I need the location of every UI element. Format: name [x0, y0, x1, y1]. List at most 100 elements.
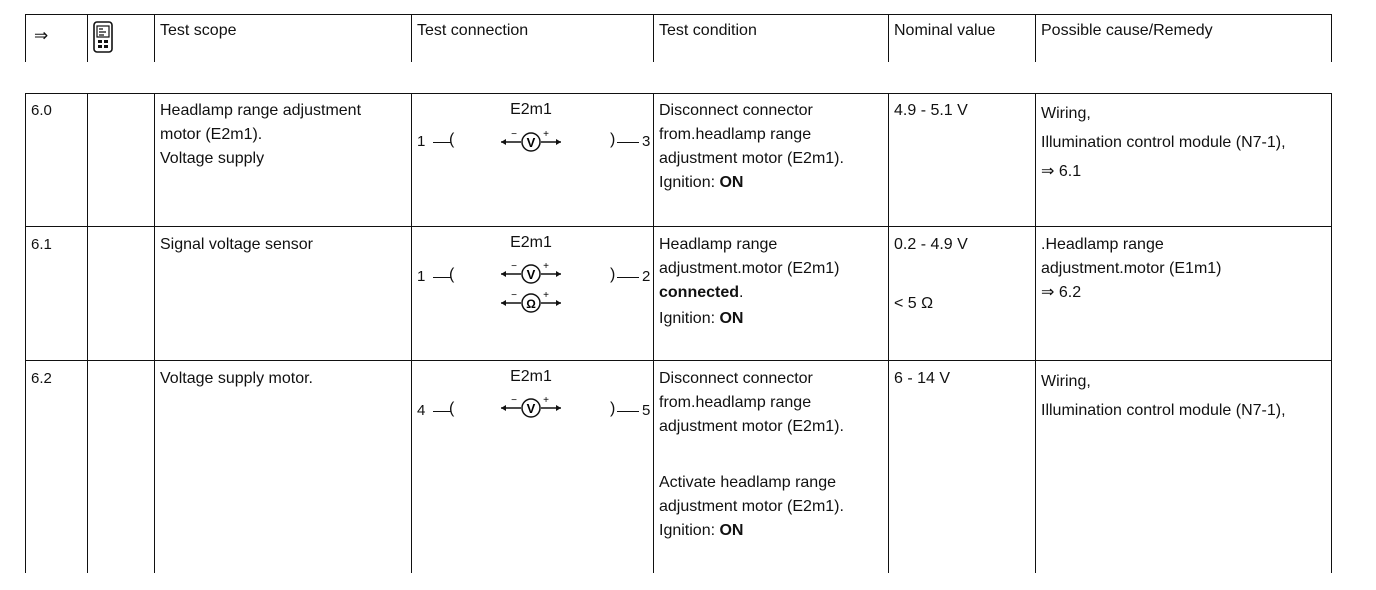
ignition-state: ON	[719, 174, 744, 191]
step-number: 6.2	[31, 370, 52, 387]
voltmeter-icon: V − +	[501, 130, 561, 152]
lead-left	[433, 277, 451, 278]
nominal-value-cell: 6 - 14 V	[894, 367, 950, 391]
ignition-label: Ignition:	[659, 174, 720, 191]
test-scope-cell: Signal voltage sensor	[160, 233, 313, 257]
plug-right-icon: )	[610, 266, 616, 283]
plug-right-icon: )	[610, 400, 616, 417]
remedy-line: .Headlamp range	[1041, 236, 1164, 253]
condition-line: from.headlamp range	[659, 126, 812, 143]
condition-line: adjustment.motor (E2m1)	[659, 260, 840, 277]
test-condition-cell: Disconnect connector from.headlamp range…	[659, 367, 844, 543]
header-divider	[411, 14, 412, 62]
test-connection-diagram: E2m1 1 ( V − + ) 3	[411, 93, 653, 226]
voltmeter-icon: V − +	[501, 396, 561, 418]
svg-text:+: +	[543, 130, 549, 140]
meter-symbol: Ω	[526, 297, 536, 311]
row-border	[25, 226, 1331, 227]
header-test-connection: Test connection	[417, 22, 529, 39]
nominal-value: < 5 Ω	[894, 295, 934, 312]
header-divider	[25, 14, 26, 62]
condition-line: connected.	[659, 281, 840, 305]
remedy-line: Illumination control module (N7-1),	[1041, 402, 1286, 419]
connector-label: E2m1	[510, 101, 552, 118]
nominal-value-cell: 0.2 - 4.9 V < 5 Ω	[894, 233, 968, 316]
row-border	[25, 93, 1331, 94]
scope-line: motor (E2m1).	[160, 126, 263, 143]
condition-line: from.headlamp range	[659, 394, 812, 411]
test-connection-diagram: E2m1 4 ( V − + ) 5	[411, 360, 653, 573]
svg-text:−: −	[511, 291, 517, 301]
column-divider	[411, 93, 412, 573]
column-divider	[888, 93, 889, 573]
ignition-line: Ignition: ON	[659, 171, 844, 195]
test-condition-cell: Disconnect connector from.headlamp range…	[659, 99, 844, 195]
plug-right-icon: )	[610, 131, 616, 148]
scope-line: Voltage supply motor.	[160, 370, 313, 387]
header-nominal-value: Nominal value	[894, 22, 996, 39]
svg-text:+: +	[543, 396, 549, 406]
test-condition-cell: Headlamp range adjustment.motor (E2m1) c…	[659, 233, 840, 331]
condition-punct: .	[739, 284, 744, 301]
condition-line: adjustment motor (E2m1).	[659, 150, 844, 167]
ignition-line: Ignition: ON	[659, 519, 844, 543]
lead-left	[433, 142, 451, 143]
arrow-right-icon: ⇒	[34, 26, 49, 45]
header-divider	[154, 14, 155, 62]
remedy-cell: .Headlamp range adjustment.motor (E1m1) …	[1041, 233, 1222, 305]
step-number: 6.0	[31, 102, 52, 119]
pin-right: 2	[642, 268, 651, 285]
condition-line: adjustment motor (E2m1).	[659, 498, 844, 515]
condition-line: Disconnect connector	[659, 370, 813, 387]
step-number: 6.1	[31, 236, 52, 253]
svg-text:−: −	[511, 396, 517, 406]
header-divider	[888, 14, 889, 62]
column-divider	[653, 93, 654, 573]
scope-line: Signal voltage sensor	[160, 236, 313, 253]
ignition-state: ON	[719, 310, 744, 327]
pin-right: 5	[642, 402, 651, 419]
column-divider	[154, 93, 155, 573]
ignition-label: Ignition:	[659, 310, 720, 327]
header-divider	[87, 14, 88, 62]
lead-right	[617, 277, 639, 278]
nominal-value: 6 - 14 V	[894, 370, 951, 387]
svg-text:+: +	[543, 262, 549, 272]
header-divider	[1035, 14, 1036, 62]
svg-text:−: −	[511, 130, 517, 140]
remedy-line: Wiring,	[1041, 373, 1091, 390]
row-border	[25, 360, 1331, 361]
meter-symbol: V	[527, 401, 536, 416]
column-divider	[1035, 93, 1036, 573]
column-divider	[1331, 93, 1332, 573]
pin-left: 1	[417, 268, 426, 285]
remedy-link[interactable]: ⇒ 6.2	[1041, 284, 1082, 301]
column-divider	[87, 93, 88, 573]
svg-text:+: +	[543, 291, 549, 301]
header-test-condition: Test condition	[659, 22, 757, 39]
test-connection-diagram: E2m1 1 ( V − + Ω − +	[411, 226, 653, 360]
header-divider	[1331, 14, 1332, 62]
remedy-line: Illumination control module (N7-1),	[1041, 134, 1286, 151]
connected-state: connected	[659, 284, 740, 301]
lead-right	[617, 142, 639, 143]
ohmmeter-icon: Ω − +	[501, 291, 561, 313]
remedy-cell: Wiring, Illumination control module (N7-…	[1041, 367, 1286, 425]
lead-left	[433, 411, 451, 412]
remedy-link[interactable]: ⇒ 6.1	[1041, 163, 1082, 180]
ignition-state: ON	[719, 522, 744, 539]
condition-line: adjustment motor (E2m1).	[659, 418, 844, 435]
column-divider	[25, 93, 26, 573]
svg-text:−: −	[511, 262, 517, 272]
connector-label: E2m1	[510, 234, 552, 251]
nominal-value-cell: 4.9 - 5.1 V	[894, 99, 968, 123]
condition-line: Headlamp range	[659, 236, 778, 253]
remedy-line: Wiring,	[1041, 105, 1091, 122]
header-test-scope: Test scope	[160, 22, 237, 39]
plug-left-icon: (	[449, 266, 455, 283]
test-scope-cell: Headlamp range adjustment motor (E2m1). …	[160, 99, 361, 171]
condition-line: Disconnect connector	[659, 102, 813, 119]
plug-left-icon: (	[449, 400, 455, 417]
header-possible-cause: Possible cause/Remedy	[1041, 22, 1213, 39]
